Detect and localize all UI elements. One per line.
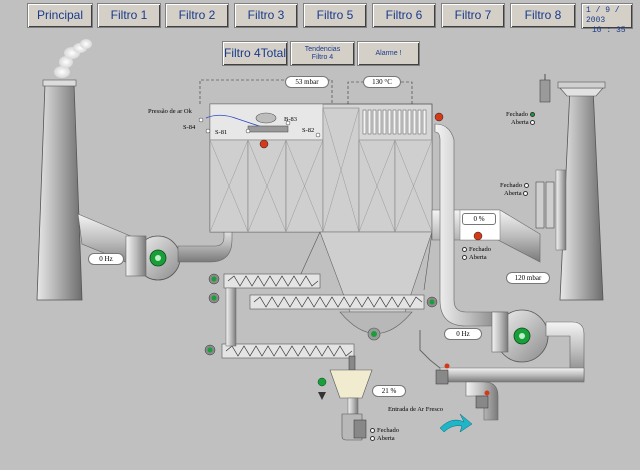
nav-filtro-1-button[interactable]: Filtro 1 (97, 3, 161, 28)
hopper-level-readout: 21 % (372, 385, 406, 397)
left-fan-frequency-readout: 0 Hz (88, 253, 124, 265)
damper-valve-open: Aberta (462, 254, 491, 262)
nav-filtro-8-button[interactable]: Filtro 8 (510, 3, 576, 28)
conveyor-motors (204, 273, 438, 356)
nav-filtro-6-button[interactable]: Filtro 6 (372, 3, 436, 28)
fresh-air-label: Entrada de Ar Fresco (388, 406, 444, 413)
filtro-4-total-button[interactable]: Filtro 4Total (222, 41, 288, 66)
bottom-dampers (419, 330, 490, 409)
smoke-plume (54, 39, 92, 78)
hopper-valve-open: Aberta (370, 435, 399, 443)
hopper-valve-closed: Fechado (370, 427, 399, 435)
heat-exchanger-fins (362, 109, 427, 135)
nav-filtro-5-button[interactable]: Filtro 5 (303, 3, 367, 28)
damper-position-readout: 0 % (462, 213, 496, 225)
stack-valves (535, 74, 555, 229)
top-valve (247, 112, 444, 149)
left-stack (36, 39, 92, 301)
s81-label: S-81 (215, 129, 228, 136)
nav-filtro-2-button[interactable]: Filtro 2 (165, 3, 229, 28)
dust-hopper (317, 355, 373, 441)
nav-filtro-3-button[interactable]: Filtro 3 (234, 3, 298, 28)
outlet-pressure-readout: 120 mbar (506, 272, 550, 284)
pressure-readout: 53 mbar (285, 76, 329, 88)
s84-label: S-84 (183, 124, 196, 131)
air-pressure-label: Pressão de ar Ok (148, 108, 192, 115)
right-fan-frequency-readout: 0 Hz (444, 328, 482, 340)
s82-label: S-82 (302, 127, 315, 134)
damper-valve-closed: Fechado (462, 246, 491, 254)
trends-label-line1: Tendencias (304, 46, 341, 54)
trends-label-line2: Filtro 4 (311, 53, 334, 61)
damper-valve-status: Fechado Aberta (462, 246, 491, 262)
nav-principal-button[interactable]: Principal (27, 3, 93, 28)
date-time-display: 1 / 9 / 2003 10 : 35 (581, 3, 633, 35)
date-text: 1 / 9 / 2003 (586, 6, 620, 25)
time-text: 10 : 35 (592, 26, 626, 35)
temperature-readout: 130 °C (363, 76, 401, 88)
bag-filter-body (209, 103, 433, 341)
stack-valve-open: Aberta (506, 119, 537, 127)
hopper-valve-status: Fechado Aberta (370, 427, 399, 443)
nav-filtro-7-button[interactable]: Filtro 7 (441, 3, 505, 28)
fresh-air-arrow-icon (439, 413, 473, 433)
bypass-valve-open: Aberta (500, 190, 531, 198)
stack-valve-closed: Fechado (506, 111, 537, 119)
stack-valve-status: Fechado Aberta (506, 111, 537, 127)
screw-conveyors (221, 273, 425, 359)
right-fan (491, 309, 549, 363)
bypass-valve-closed: Fechado (500, 182, 531, 190)
bypass-valve-status: Fechado Aberta (500, 182, 531, 198)
trends-button[interactable]: Tendencias Filtro 4 (290, 41, 355, 66)
alarm-button[interactable]: Alarme ! (357, 41, 420, 66)
left-fan (125, 235, 181, 281)
b83-label: B-83 (284, 116, 297, 123)
